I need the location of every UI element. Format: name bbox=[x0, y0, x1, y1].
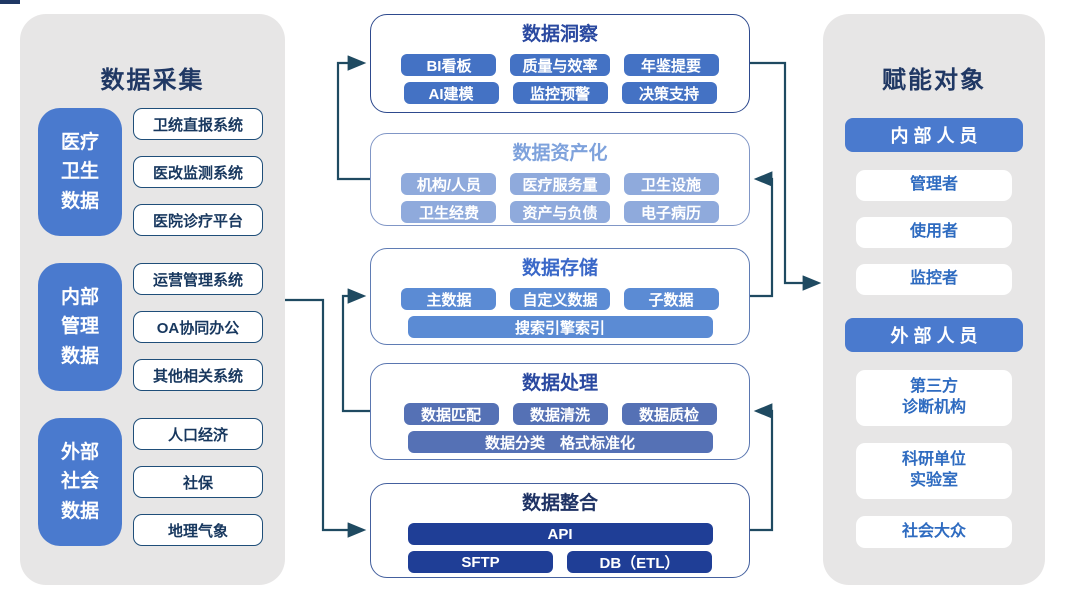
data-collection-title: 数据采集 bbox=[100, 67, 205, 94]
category-external-social: 外部 社会 数据 bbox=[38, 418, 122, 546]
connector-processing-to-storage bbox=[341, 288, 370, 413]
pipeline-box-title: 数据整合 bbox=[521, 493, 598, 514]
connector-asset-to-insight bbox=[336, 55, 370, 181]
system-item: 运营管理系统 bbox=[133, 263, 263, 295]
pipeline-chip: 机构/人员 bbox=[401, 173, 497, 195]
pipeline-chip: 自定义数据 bbox=[510, 288, 610, 310]
pipeline-chip: 监控预警 bbox=[512, 82, 608, 104]
group-header-external-staff: 外 部 人 员 bbox=[845, 318, 1023, 352]
pipeline-box-processing: 数据处理 数据匹配 数据清洗 数据质检 数据分类 格式标准化 bbox=[370, 363, 750, 460]
pipeline-chip: 资产与负债 bbox=[510, 201, 610, 223]
pipeline-chip: 数据质检 bbox=[621, 403, 717, 425]
pipeline-box-title: 数据处理 bbox=[521, 373, 598, 394]
system-item: 地理气象 bbox=[133, 514, 263, 546]
group-external-social: 外部 社会 数据 人口经济 社保 地理气象 bbox=[38, 418, 268, 546]
pipeline-box-assetization: 数据资产化 机构/人员 医疗服务量 卫生设施 卫生经费 资产与负债 电子病历 bbox=[370, 133, 750, 226]
system-item: 其他相关系统 bbox=[133, 359, 263, 391]
connector-storage-to-asset bbox=[750, 171, 774, 298]
empowerment-title: 赋能对象 bbox=[882, 67, 986, 94]
system-item: 医改监测系统 bbox=[133, 156, 263, 188]
pipeline-chip: 质量与效率 bbox=[510, 54, 610, 76]
pipeline-box-storage: 数据存储 主数据 自定义数据 子数据 搜索引擎索引 bbox=[370, 248, 750, 345]
system-item: 人口经济 bbox=[133, 418, 263, 450]
data-collection-panel: 数据采集 医疗 卫生 数据 卫统直报系统 医改监测系统 医院诊疗平台 内部 管理… bbox=[20, 14, 285, 585]
pipeline-chip: AI建模 bbox=[403, 82, 499, 104]
empowerment-panel: 赋能对象 内 部 人 员 管理者 使用者 监控者 外 部 人 员 第三方 诊断机… bbox=[823, 14, 1045, 585]
pipeline-chip: 年鉴提要 bbox=[623, 54, 719, 76]
pipeline-chip: 卫生经费 bbox=[401, 201, 497, 223]
pipeline-box-insight: 数据洞察 BI看板 质量与效率 年鉴提要 AI建模 监控预警 决策支持 bbox=[370, 14, 750, 113]
pipeline-chip: 数据清洗 bbox=[512, 403, 608, 425]
category-medical-health: 医疗 卫生 数据 bbox=[38, 108, 122, 236]
corner-mark bbox=[0, 0, 20, 4]
pipeline-chip: 医疗服务量 bbox=[510, 173, 610, 195]
pipeline-chip: BI看板 bbox=[401, 54, 497, 76]
pipeline-chip: 子数据 bbox=[623, 288, 719, 310]
pipeline-chip: 卫生设施 bbox=[623, 173, 719, 195]
person-item: 管理者 bbox=[856, 170, 1012, 201]
pipeline-chip: 电子病历 bbox=[623, 201, 719, 223]
pipeline-box-title: 数据存储 bbox=[521, 258, 598, 279]
system-item: 卫统直报系统 bbox=[133, 108, 263, 140]
pipeline-chip: 搜索引擎索引 bbox=[407, 316, 713, 338]
pipeline-box-integration: 数据整合 API SFTP DB（ETL） bbox=[370, 483, 750, 578]
connector-insight-to-empowerment bbox=[750, 61, 822, 291]
pipeline-box-title: 数据资产化 bbox=[512, 143, 608, 164]
system-item: OA协同办公 bbox=[133, 311, 263, 343]
pipeline-chip: 决策支持 bbox=[621, 82, 717, 104]
pipeline-chip: API bbox=[407, 523, 713, 545]
pipeline-chip: DB（ETL） bbox=[567, 551, 712, 573]
person-item: 科研单位 实验室 bbox=[856, 443, 1012, 499]
pipeline-chip: 主数据 bbox=[401, 288, 497, 310]
category-internal-management: 内部 管理 数据 bbox=[38, 263, 122, 391]
person-item: 使用者 bbox=[856, 217, 1012, 248]
person-item: 社会大众 bbox=[856, 516, 1012, 548]
connector-integration-to-processing bbox=[750, 403, 774, 532]
pipeline-box-title: 数据洞察 bbox=[521, 24, 598, 45]
pipeline-chip: SFTP bbox=[408, 551, 553, 573]
group-internal-management: 内部 管理 数据 运营管理系统 OA协同办公 其他相关系统 bbox=[38, 263, 268, 391]
system-item: 医院诊疗平台 bbox=[133, 204, 263, 236]
connector-collection-to-integration bbox=[285, 298, 367, 538]
pipeline-chip: 数据匹配 bbox=[403, 403, 499, 425]
person-item: 第三方 诊断机构 bbox=[856, 370, 1012, 426]
group-medical-health: 医疗 卫生 数据 卫统直报系统 医改监测系统 医院诊疗平台 bbox=[38, 108, 268, 236]
pipeline-chip: 数据分类 格式标准化 bbox=[407, 431, 713, 453]
system-item: 社保 bbox=[133, 466, 263, 498]
person-item: 监控者 bbox=[856, 264, 1012, 295]
group-header-internal-staff: 内 部 人 员 bbox=[845, 118, 1023, 152]
